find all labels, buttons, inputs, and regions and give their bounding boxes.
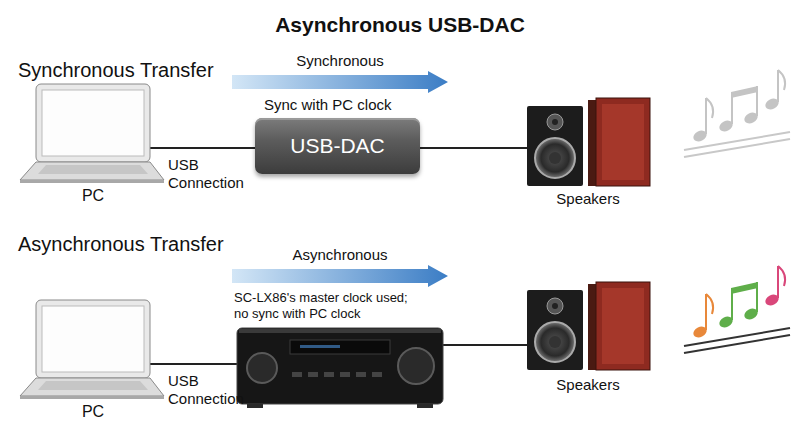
device-box: USB-DAC (255, 118, 420, 174)
label-text: Asynchronous (292, 246, 387, 264)
label-text: Synchronous Transfer (18, 58, 214, 82)
usb-cable (150, 363, 237, 365)
laptop-base (20, 162, 164, 180)
laptop-edge (20, 180, 164, 183)
laptop-icon (20, 84, 164, 183)
speaker-tweeter (547, 114, 563, 130)
node-text: USB-DAC (290, 134, 385, 158)
receiver-button (292, 372, 302, 377)
speaker-cable (443, 344, 527, 346)
speaker-woofer (535, 138, 575, 178)
receiver-knob (398, 348, 434, 384)
laptop-display (42, 90, 144, 156)
label-text: PC (82, 186, 104, 205)
receiver-knob (247, 353, 277, 383)
receiver-indicator (300, 345, 340, 348)
speaker-cabinet (527, 290, 583, 370)
speaker-side (588, 100, 596, 186)
laptop-screen (36, 84, 150, 162)
staff-line (684, 139, 790, 157)
laptop-edge (20, 396, 164, 399)
receiver-foot (417, 404, 433, 408)
speaker-cabinet (527, 106, 583, 186)
transfer-arrow (232, 265, 448, 287)
note-stem (705, 294, 707, 330)
note-flag (706, 98, 713, 118)
note-stem (777, 266, 779, 298)
receiver-foot (247, 404, 263, 408)
receiver-top-edge (239, 329, 441, 333)
music-notes (684, 70, 790, 157)
speaker-panel (602, 104, 644, 180)
speaker-pair (527, 98, 650, 186)
label-text: USB Connection (168, 372, 258, 408)
note-flag (706, 294, 713, 314)
laptop-keyboard (38, 165, 148, 174)
staff-line (684, 335, 790, 353)
music-notes (684, 266, 790, 353)
label-text: Speakers (556, 376, 619, 394)
note-stem (777, 70, 779, 102)
speaker-cable (420, 147, 527, 149)
laptop-display (42, 306, 144, 372)
note-flag (778, 266, 785, 286)
speaker-cabinet (596, 98, 650, 186)
speaker-woofer (535, 322, 575, 362)
laptop-keyboard (38, 381, 148, 390)
speaker-cabinet (596, 282, 650, 370)
receiver-button (308, 372, 318, 377)
label-text: Synchronous (296, 52, 384, 70)
usb-cable (150, 147, 255, 149)
receiver-body (237, 328, 443, 404)
speaker-dust-cap (549, 152, 561, 164)
label-text: Asynchronous Transfer (18, 232, 224, 256)
transfer-arrow (232, 71, 448, 93)
note-stem (705, 98, 707, 134)
diagram-title: Asynchronous USB-DAC (275, 12, 525, 37)
speaker-panel (602, 288, 644, 364)
laptop-base (20, 378, 164, 396)
speaker-side (588, 284, 596, 370)
speaker-tweeter-dome (552, 119, 558, 125)
receiver-display (290, 340, 390, 354)
note-flag (778, 70, 785, 90)
label-text: PC (82, 402, 104, 421)
note-beam (731, 86, 758, 98)
label-text: USB Connection (168, 156, 258, 192)
label-text: Speakers (556, 190, 619, 208)
laptop-icon (20, 300, 164, 399)
speaker-dust-cap (549, 336, 561, 348)
receiver-button (356, 372, 366, 377)
speaker-tweeter-dome (552, 303, 558, 309)
speaker-tweeter (547, 298, 563, 314)
label-text: Sync with PC clock (264, 96, 392, 114)
receiver-button (340, 372, 350, 377)
note-beam (731, 282, 758, 294)
av-receiver (237, 328, 443, 408)
laptop-screen (36, 300, 150, 378)
speaker-pair (527, 282, 650, 370)
receiver-button (372, 372, 382, 377)
receiver-button (324, 372, 334, 377)
label-text: SC-LX86's master clock used; no sync wit… (234, 290, 418, 321)
